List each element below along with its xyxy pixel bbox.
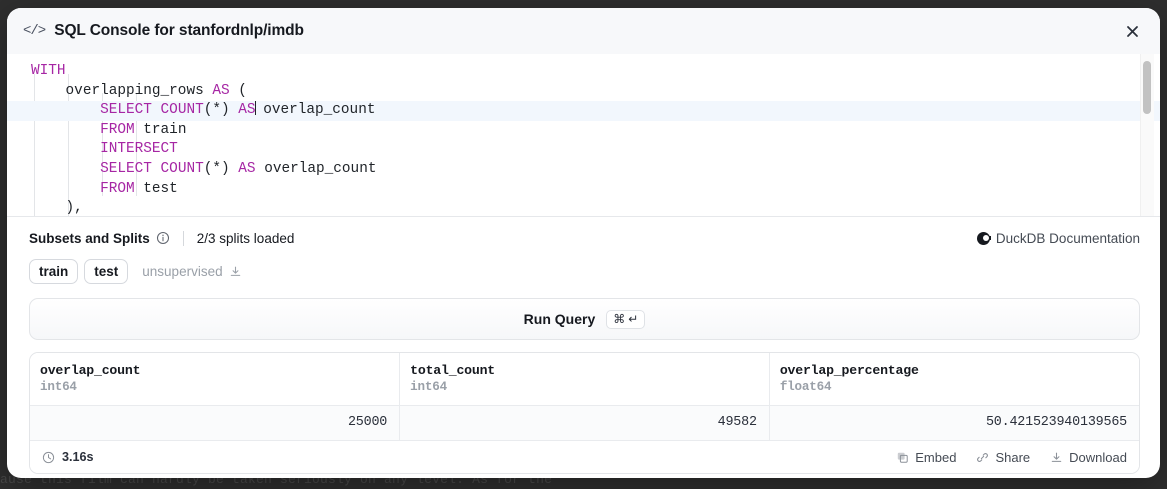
text-cursor <box>254 101 256 116</box>
code-text: overlap_count <box>254 102 376 119</box>
sql-keyword: AS <box>238 102 256 119</box>
splits-title: Subsets and Splits <box>29 230 150 246</box>
elapsed-time: 3.16s <box>62 450 94 464</box>
column-header[interactable]: overlap_count int64 <box>30 353 401 406</box>
code-text: overlap_count <box>255 160 377 177</box>
code-text: (*) <box>203 102 239 119</box>
sql-keyword: WITH <box>31 63 66 79</box>
column-type: int64 <box>40 380 77 394</box>
duckdb-documentation-link[interactable]: DuckDB Documentation <box>976 230 1140 246</box>
code-text: overlapping_rows <box>31 82 213 99</box>
modal-header-left: </> SQL Console for stanfordnlp/imdb <box>23 22 304 40</box>
footer-actions: Embed Share <box>896 450 1127 465</box>
clock-icon <box>42 451 55 464</box>
column-name: overlap_percentage <box>779 363 919 378</box>
code-line[interactable]: SELECT COUNT(*) AS overlap_count <box>7 101 1160 121</box>
sql-console-modal: </> SQL Console for stanfordnlp/imdb WIT… <box>7 8 1160 478</box>
column-name: overlap_count <box>40 363 141 378</box>
split-pill-label: unsupervised <box>142 263 223 279</box>
sql-editor-content[interactable]: WITH overlapping_rows AS ( SELECT COUNT(… <box>7 62 1160 217</box>
column-type: int64 <box>410 380 447 394</box>
column-header[interactable]: overlap_percentage float64 <box>769 353 1139 406</box>
duckdb-logo-icon <box>976 231 991 245</box>
embed-button[interactable]: Embed <box>896 450 956 465</box>
subsets-and-splits-section: Subsets and Splits 2/3 splits loaded Duc… <box>7 217 1160 284</box>
code-line[interactable]: ), <box>7 199 1160 217</box>
code-line[interactable]: FROM test <box>7 180 1160 200</box>
table-cell: 49582 <box>399 405 770 440</box>
split-pill-label: train <box>39 263 69 279</box>
sql-keyword: INTERSECT <box>100 141 178 158</box>
download-button[interactable]: Download <box>1050 450 1127 465</box>
code-text <box>31 122 100 138</box>
split-pill-train[interactable]: train <box>29 258 79 284</box>
column-name: total_count <box>410 363 496 378</box>
code-line[interactable]: WITH <box>7 62 1160 82</box>
divider <box>182 230 184 246</box>
link-icon <box>976 451 989 464</box>
modal-header: </> SQL Console for stanfordnlp/imdb <box>7 8 1160 54</box>
code-line[interactable]: FROM train <box>7 121 1160 141</box>
share-button[interactable]: Share <box>976 450 1030 465</box>
column-type: float64 <box>779 380 832 394</box>
split-pill-test[interactable]: test <box>84 258 129 284</box>
code-text <box>31 181 100 197</box>
embed-label: Embed <box>915 449 957 465</box>
download-label: Download <box>1069 449 1127 465</box>
sql-keyword: FROM <box>100 180 135 197</box>
run-query-shortcut: ⌘ ↵ <box>606 309 646 329</box>
code-line[interactable]: SELECT COUNT(*) AS overlap_count <box>7 160 1160 180</box>
sql-keyword: SELECT COUNT <box>100 160 204 177</box>
column-header[interactable]: total_count int64 <box>399 353 770 406</box>
duckdb-documentation-label: DuckDB Documentation <box>995 230 1140 246</box>
split-pill-list: train test unsupervised <box>29 258 1140 284</box>
enter-key-icon: ↵ <box>628 311 639 326</box>
cmd-key-icon: ⌘ <box>613 311 626 326</box>
code-text: ), <box>31 200 83 217</box>
sql-editor[interactable]: WITH overlapping_rows AS ( SELECT COUNT(… <box>7 54 1160 217</box>
sql-keyword: SELECT COUNT <box>100 102 204 119</box>
code-brackets-icon: </> <box>23 23 46 39</box>
sql-keyword: FROM <box>100 121 135 138</box>
download-icon <box>1050 451 1063 464</box>
info-circle-icon[interactable] <box>156 231 170 245</box>
code-text: test <box>134 180 178 197</box>
split-pill-unsupervised[interactable]: unsupervised <box>134 258 252 284</box>
page-title: SQL Console for stanfordnlp/imdb <box>54 22 304 39</box>
copy-icon <box>896 451 909 464</box>
share-label: Share <box>995 449 1031 465</box>
split-pill-label: test <box>94 263 119 279</box>
code-text <box>31 141 100 157</box>
sql-keyword: AS <box>238 160 256 177</box>
code-text: ( <box>229 82 247 99</box>
sql-keyword: AS <box>212 82 230 99</box>
code-text: (*) <box>203 160 239 177</box>
code-text <box>31 161 100 177</box>
editor-scrollbar-thumb[interactable] <box>1143 61 1151 114</box>
code-line[interactable]: overlapping_rows AS ( <box>7 82 1160 102</box>
code-text: train <box>134 121 187 138</box>
download-icon[interactable] <box>229 265 242 278</box>
code-text <box>31 102 100 118</box>
run-query-button[interactable]: Run Query ⌘ ↵ <box>29 298 1140 340</box>
run-query-label: Run Query <box>523 311 596 327</box>
close-icon[interactable] <box>1120 19 1144 43</box>
splits-loaded-status: 2/3 splits loaded <box>196 230 295 246</box>
table-cell: 50.421523940139565 <box>769 405 1139 440</box>
query-timing: 3.16s <box>42 450 94 464</box>
code-line[interactable]: INTERSECT <box>7 140 1160 160</box>
results-footer: 3.16s Embed <box>30 440 1139 473</box>
splits-header-row: Subsets and Splits 2/3 splits loaded Duc… <box>29 228 1140 248</box>
table-cell: 25000 <box>30 405 401 440</box>
